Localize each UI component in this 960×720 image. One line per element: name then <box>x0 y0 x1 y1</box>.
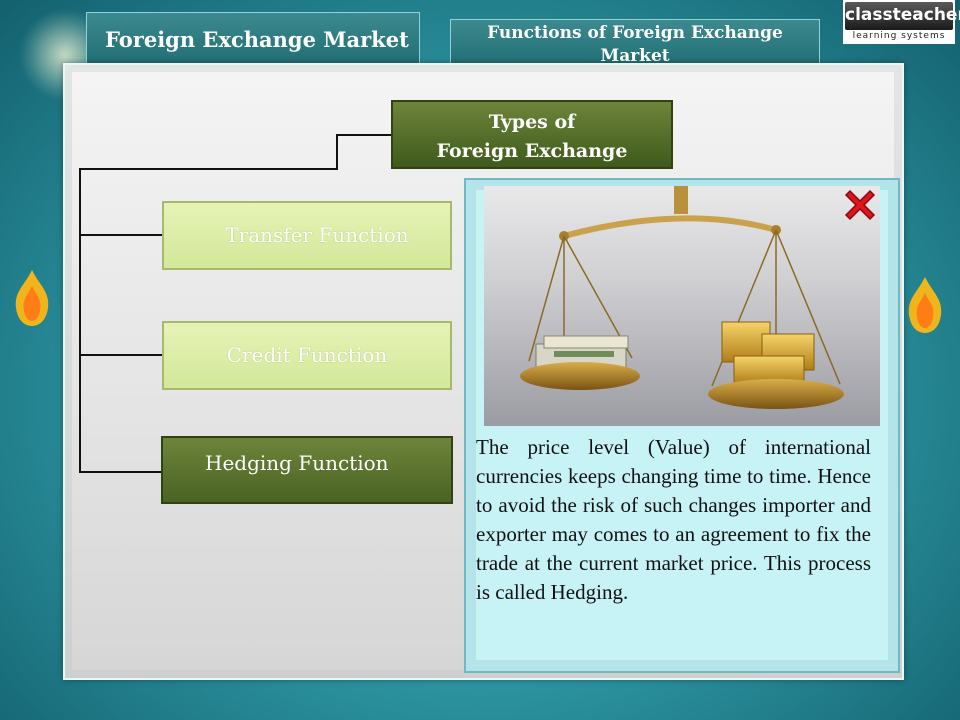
page-title: Foreign Exchange Market <box>86 12 420 70</box>
brand-logo: classteacher learning systems <box>843 0 960 44</box>
types-node-line1: Types of <box>488 111 576 133</box>
credit-function-button[interactable]: Credit Function <box>162 321 452 390</box>
transfer-function-button[interactable]: Transfer Function <box>162 201 452 270</box>
section-tab[interactable]: Functions of Foreign Exchange Market <box>450 19 820 71</box>
connector-line <box>79 354 163 356</box>
connector-line <box>79 234 163 236</box>
connector-line <box>79 471 163 473</box>
types-node-line2: Foreign Exchange <box>436 140 628 162</box>
flame-decoration-icon <box>908 277 942 333</box>
connector-line <box>336 134 392 136</box>
close-icon[interactable] <box>840 185 880 225</box>
hedging-function-button[interactable]: Hedging Function <box>161 436 453 504</box>
balance-scale-image <box>484 186 880 426</box>
flame-decoration-icon <box>15 270 49 326</box>
balance-scale-icon <box>520 186 844 409</box>
close-x-icon <box>844 189 876 221</box>
hedging-description: The price level (Value) of international… <box>476 435 871 604</box>
connector-line <box>336 134 338 170</box>
logo-tagline: learning systems <box>852 31 946 41</box>
logo-brand-text: classteacher <box>845 2 960 30</box>
connector-line <box>79 168 338 170</box>
connector-line <box>79 168 81 473</box>
types-of-foreign-exchange-node: Types of Foreign Exchange <box>391 100 673 169</box>
